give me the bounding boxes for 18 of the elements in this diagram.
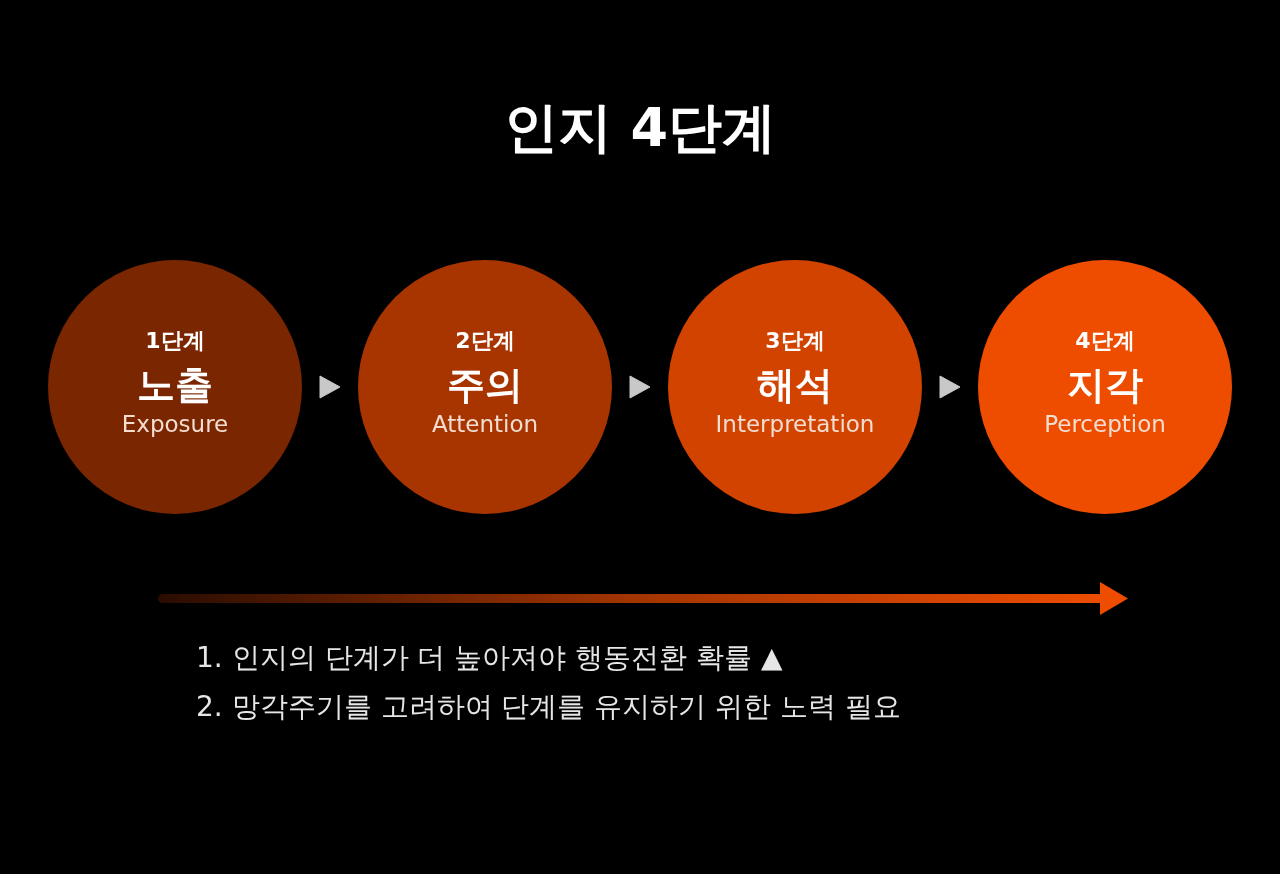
stage-subtitle: Exposure [121,409,229,439]
note: 1. 인지의 단계가 더 높아져야 행동전환 확률 ▲ [196,640,784,675]
stage-subtitle: Perception [1044,409,1166,439]
stage-subtitle: Interpretation [715,409,875,439]
step-label: 1단계 [145,328,205,355]
stage-name: 주의 [447,361,523,409]
note: 2. 망각주기를 고려하여 단계를 유지하기 위한 노력 필요 [196,689,902,724]
arrow [939,375,961,399]
arrow [629,375,651,399]
stage-name: 해석 [757,361,833,409]
arrow [319,375,341,399]
title: 인지 4단계 [503,96,777,161]
step-label: 2단계 [455,328,515,355]
step-label: 4단계 [1075,328,1135,355]
step-label: 3단계 [765,328,825,355]
stage-name: 노출 [137,361,213,409]
stage-name: 지각 [1067,361,1143,409]
stage-subtitle: Attention [431,409,539,439]
